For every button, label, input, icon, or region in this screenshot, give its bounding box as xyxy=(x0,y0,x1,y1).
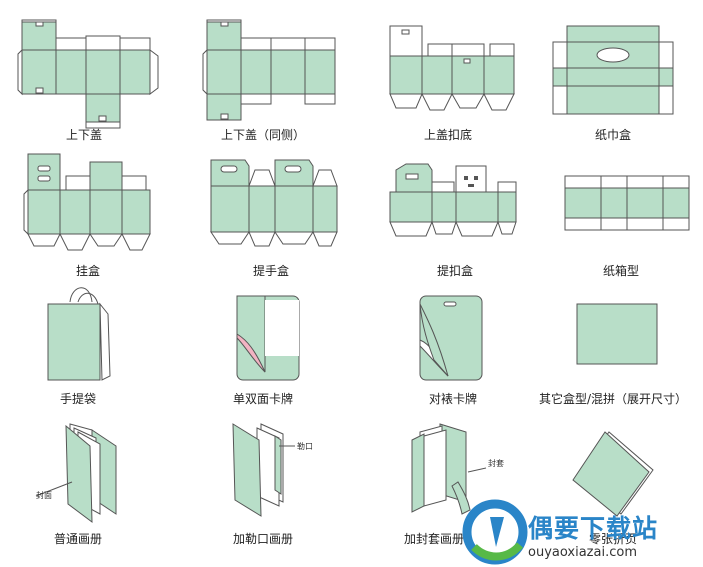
folded-leaflet-diagram: 零张折页 xyxy=(525,410,703,567)
flap-annotation: 勒口 xyxy=(297,442,313,451)
handle-box-diagram: 提手盒 xyxy=(175,140,350,280)
box-net-svg xyxy=(23,153,151,251)
card-svg xyxy=(236,295,300,381)
book-svg xyxy=(411,423,487,515)
leaflet-svg xyxy=(572,431,654,517)
box-lid-bottom-diagram: 上下盖 xyxy=(0,0,175,142)
item-label: 对裱卡牌 xyxy=(428,392,478,406)
item-label: 挂盒 xyxy=(75,264,101,278)
item-label: 纸箱型 xyxy=(602,264,640,278)
mounted-card-diagram: 对裱卡牌 xyxy=(350,280,525,410)
watermark-url: ouyaoxiazai.com xyxy=(528,545,637,560)
carton-type-diagram: 纸箱型 xyxy=(525,140,703,280)
item-label: 提手盒 xyxy=(252,264,290,278)
book-svg xyxy=(35,423,117,524)
item-label: 上下盖（同侧） xyxy=(220,128,306,142)
flap-album-diagram: 勒口 加勒口画册 xyxy=(175,410,350,567)
item-label: 上下盖 xyxy=(65,128,103,142)
box-net-svg xyxy=(389,25,515,111)
item-label: 加勒口画册 xyxy=(232,532,294,546)
globe-logo-icon xyxy=(462,499,528,565)
item-label: 单双面卡牌 xyxy=(232,392,294,406)
box-net-svg xyxy=(389,163,517,237)
watermark-title: 偶要下载站 xyxy=(528,514,659,543)
box-net-svg xyxy=(210,159,338,247)
item-label: 上盖扣底 xyxy=(423,128,473,142)
handle-lock-box-diagram: 提扣盒 xyxy=(350,140,525,280)
regular-album-diagram: 封面 普通画册 xyxy=(0,410,175,567)
bag-svg xyxy=(47,287,111,381)
item-label: 零张折页 xyxy=(588,532,638,546)
sleeve-album-diagram: 封套 加封套画册 xyxy=(350,410,525,567)
card-single-double-diagram: 单双面卡牌 xyxy=(175,280,350,410)
box-lid-lock-bottom-diagram: 上盖扣底 xyxy=(350,0,525,142)
item-label: 提扣盒 xyxy=(436,264,474,278)
box-lid-same-side-diagram: 上下盖（同侧） xyxy=(175,0,350,142)
box-net-svg xyxy=(552,25,674,115)
item-label: 加封套画册 xyxy=(403,532,465,546)
item-label: 普通画册 xyxy=(53,532,103,546)
box-net-svg xyxy=(17,19,159,129)
box-net-svg xyxy=(202,19,336,121)
item-label: 其它盒型/混拼（展开尺寸） xyxy=(538,392,688,406)
card-svg xyxy=(419,295,483,381)
item-label: 纸巾盒 xyxy=(594,128,632,142)
item-label: 手提袋 xyxy=(59,392,97,406)
sheet-svg xyxy=(576,303,658,365)
other-box-diagram: 其它盒型/混拼（展开尺寸） xyxy=(525,280,703,410)
handbag-diagram: 手提袋 xyxy=(0,280,175,410)
box-net-svg xyxy=(564,175,690,231)
sleeve-annotation: 封套 xyxy=(488,459,504,468)
tissue-box-diagram: 纸巾盒 xyxy=(525,0,703,142)
cover-annotation: 封面 xyxy=(36,491,52,500)
book-svg xyxy=(232,423,295,517)
hanging-box-diagram: 挂盒 xyxy=(0,140,175,280)
